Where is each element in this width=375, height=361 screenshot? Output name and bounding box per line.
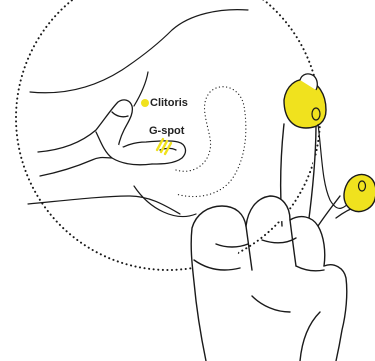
finger-vibrator-side xyxy=(344,174,375,211)
clitoris-dot xyxy=(141,99,149,107)
large-hand xyxy=(191,124,358,361)
clitoris-label: Clitoris xyxy=(150,97,188,109)
finger-vibrator-top xyxy=(284,74,326,128)
gspot-label: G-spot xyxy=(149,125,184,137)
anatomy-section xyxy=(28,10,248,217)
